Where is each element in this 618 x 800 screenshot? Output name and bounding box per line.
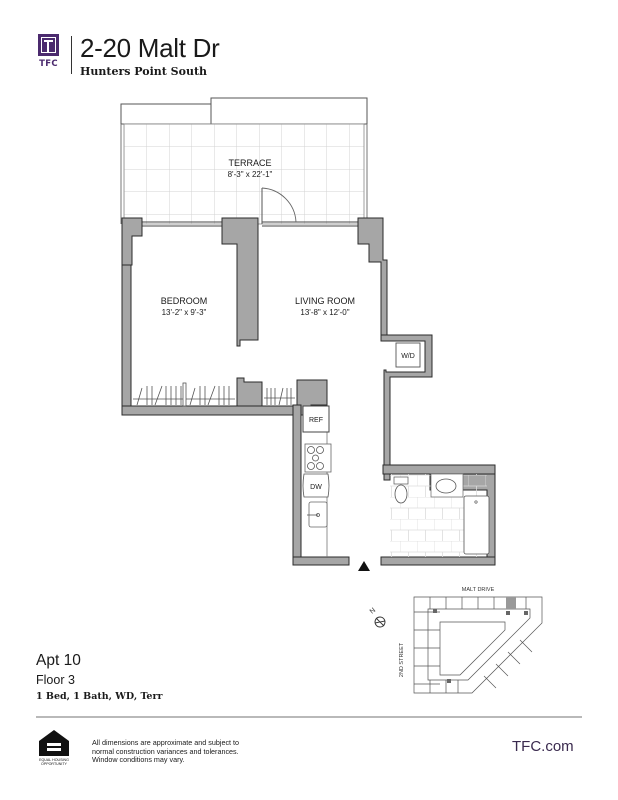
refrigerator-label: REF [309, 417, 323, 424]
apartment-floor: Floor 3 [36, 673, 75, 687]
equal-housing-opportunity-icon: EQUAL HOUSING OPPORTUNITY [39, 730, 69, 766]
walls [121, 217, 496, 566]
tfc-logo-mark-icon [38, 34, 59, 56]
dishwasher-label: DW [310, 484, 322, 491]
bedroom-label: BEDROOM [161, 296, 208, 306]
terrace-dimensions: 8'-3" x 22'-1" [228, 170, 273, 179]
bedroom-dimensions: 13'-2" x 9'-3" [162, 308, 207, 317]
washer-dryer [395, 342, 421, 368]
bathroom [390, 473, 490, 557]
apartment-info: Apt 10 Floor 3 1 Bed, 1 Bath, WD, Terr [36, 652, 162, 702]
dishwasher [302, 473, 330, 498]
apartment-description: 1 Bed, 1 Bath, WD, Terr [36, 691, 163, 702]
footer-divider [36, 716, 582, 718]
header-divider [71, 36, 72, 74]
living-room-dimensions: 13'-8" x 12'-0" [300, 308, 349, 317]
eho-label-1: EQUAL HOUSING [39, 758, 69, 762]
key-plan-street-top: MALT DRIVE [462, 587, 495, 593]
neighborhood-subtitle: Hunters Point South [80, 65, 208, 78]
page-header: TFC 2-20 Malt Dr Hunters Point South [36, 33, 220, 78]
compass-north-label: N [369, 607, 377, 616]
eho-label-2: OPPORTUNITY [41, 762, 67, 766]
stove-burners-icon [307, 446, 324, 470]
tfc-logo: TFC [36, 34, 61, 69]
page-title: 2-20 Malt Dr [80, 33, 220, 63]
key-plan: MALT DRIVE 2ND STREET N [369, 587, 543, 694]
key-plan-street-left: 2ND STREET [399, 642, 405, 677]
bathtub-icon [463, 495, 490, 555]
terrace-label: TERRACE [228, 158, 271, 168]
closet-doors [133, 382, 295, 407]
refrigerator [302, 405, 330, 433]
bathroom-sink-icon [435, 478, 457, 494]
living-room-label: LIVING ROOM [295, 296, 355, 306]
toilet-icon [394, 484, 408, 504]
website-link[interactable]: TFC.com [512, 738, 574, 755]
washer-dryer-label: W/D [401, 353, 415, 360]
entry-triangle-icon [358, 561, 370, 571]
terrace [120, 97, 368, 227]
north-compass-icon: N [369, 607, 386, 628]
disclaimer-text: All dimensions are approximate and subje… [92, 738, 240, 765]
stove [304, 443, 332, 473]
logo-text: TFC [39, 59, 58, 69]
apartment-name: Apt 10 [36, 652, 81, 669]
kitchen [302, 405, 332, 557]
kitchen-sink [308, 501, 328, 528]
